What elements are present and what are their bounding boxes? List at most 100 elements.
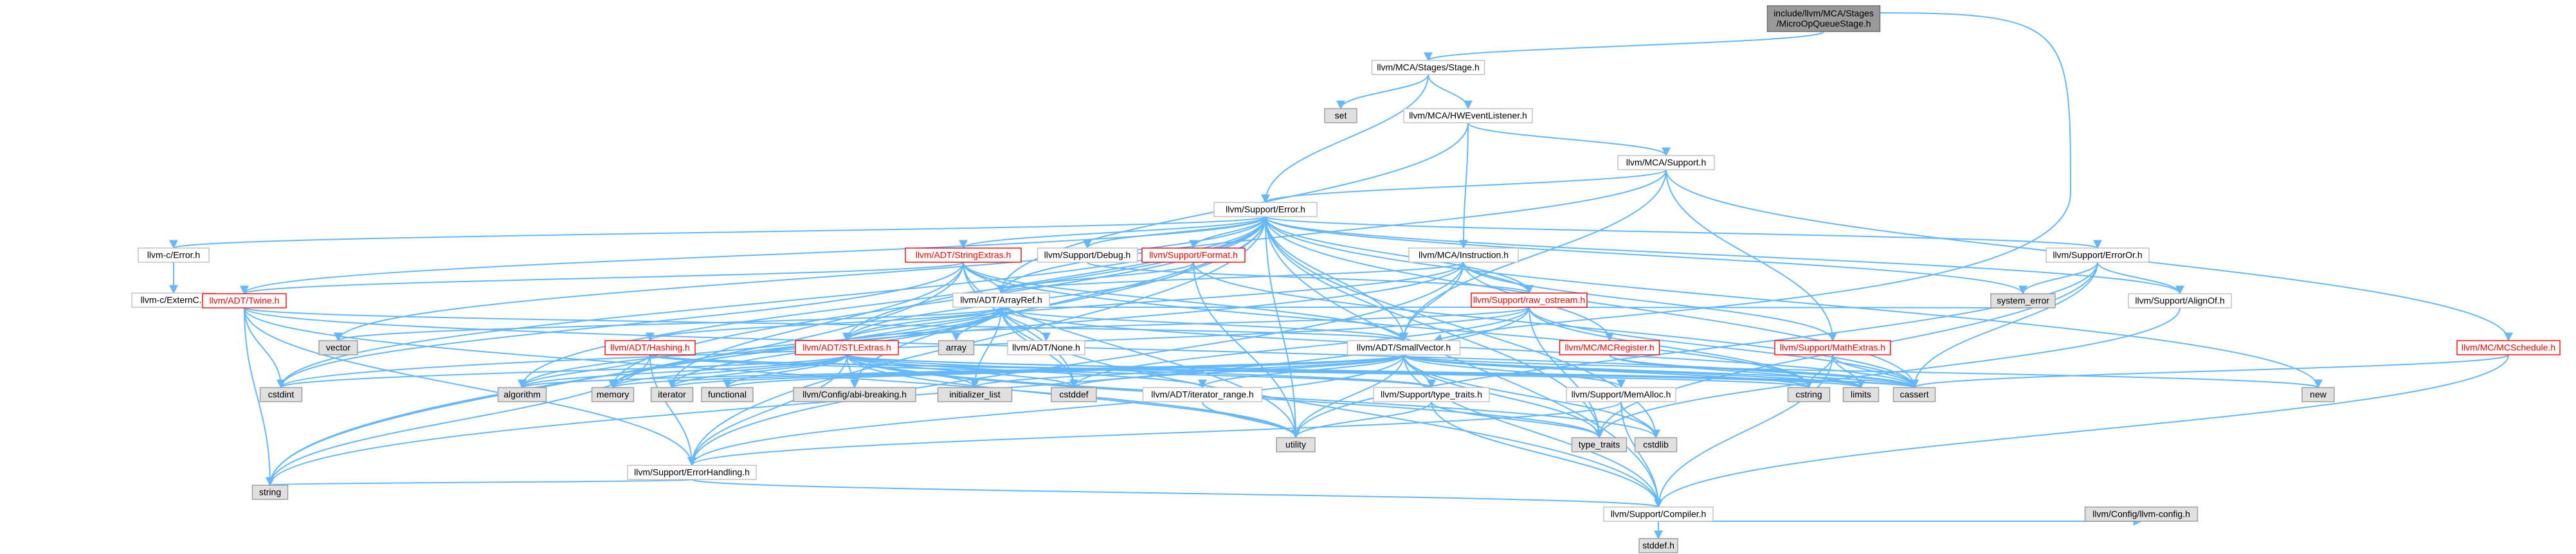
- node-erroror[interactable]: llvm/Support/ErrorOr.h: [2045, 247, 2150, 263]
- node-label: memory: [597, 389, 630, 400]
- node-box: [1276, 437, 1316, 452]
- node-errorhandling[interactable]: llvm/Support/ErrorHandling.h: [627, 465, 757, 480]
- node-hashing[interactable]: llvm/ADT/Hashing.h: [604, 340, 696, 355]
- edge-arrayref-to-vector: [334, 307, 1002, 342]
- node-box: [1990, 293, 2056, 308]
- edge-smallvector-to-errorhandling: [687, 354, 1404, 467]
- node-label: llvm/MCA/Stages/Stage.h: [1377, 62, 1480, 73]
- node-none[interactable]: llvm/ADT/None.h: [1007, 340, 1085, 355]
- edge-arrayref-to-initlist: [970, 307, 1002, 389]
- edge-smallvector-to-utility: [1291, 354, 1404, 439]
- node-label: llvm/Support/Debug.h: [1044, 250, 1131, 260]
- node-cstdlib: cstdlib: [1634, 437, 1678, 452]
- edge-hwevt-to-mcasupport: [1467, 122, 1671, 157]
- node-alignof[interactable]: llvm/Support/AlignOf.h: [2128, 293, 2232, 308]
- node-mcregister[interactable]: llvm/MC/MCRegister.h: [1559, 340, 1660, 355]
- node-label: llvm/Support/MemAlloc.h: [1572, 389, 1671, 400]
- node-stddef: stddef.h: [1638, 538, 1678, 553]
- node-label: set: [1335, 111, 1347, 121]
- node-format[interactable]: llvm/Support/Format.h: [1141, 247, 1246, 263]
- node-box: [1471, 292, 1588, 308]
- edge-instruction-to-arrayref: [997, 262, 1464, 294]
- node-box: [318, 340, 358, 355]
- node-cassert: cassert: [1892, 387, 1936, 402]
- edge-format-to-utility: [1193, 262, 1300, 439]
- node-iterrange[interactable]: llvm/ADT/iterator_range.h: [1142, 387, 1263, 402]
- node-box: [1371, 60, 1485, 75]
- edge-rawostream-to-systemerror: [1528, 299, 2024, 308]
- edge-rawostream-to-typetraits: [1528, 307, 1604, 439]
- node-cstddef: cstddef: [1051, 387, 1097, 402]
- node-instruction[interactable]: llvm/MCA/Instruction.h: [1408, 247, 1519, 263]
- edge-stage-to-hwevt: [1428, 74, 1473, 110]
- edge-twine-to-utility: [244, 307, 1300, 439]
- node-box: [1766, 5, 1881, 32]
- node-llvmconfig: llvm/Config/llvm-config.h: [2084, 506, 2199, 522]
- node-vector: vector: [318, 340, 358, 355]
- edge-smallvector-to-new: [1403, 354, 2323, 389]
- node-functional: functional: [701, 387, 754, 402]
- node-box: [1141, 247, 1246, 263]
- node-box: [2084, 506, 2199, 522]
- node-arrayref[interactable]: llvm/ADT/ArrayRef.h: [952, 292, 1050, 308]
- edge-error-to-erroror: [1265, 216, 2102, 249]
- edge-typetraitsh-to-compiler: [1431, 401, 1663, 508]
- node-root[interactable]: include/llvm/MCA/Stages/MicroOpQueueStag…: [1766, 5, 1881, 32]
- node-stlextras[interactable]: llvm/ADT/STLExtras.h: [795, 340, 899, 355]
- edge-stage-to-error: [1261, 74, 1429, 204]
- edge-smallvector-to-typetraits: [1403, 354, 1604, 439]
- node-smallvector[interactable]: llvm/ADT/SmallVector.h: [1347, 340, 1461, 355]
- node-debug[interactable]: llvm/Support/Debug.h: [1037, 247, 1138, 263]
- edge-instruction-to-memory: [608, 262, 1464, 389]
- node-box: [627, 465, 757, 480]
- node-limits: limits: [1842, 387, 1880, 402]
- node-rawostream[interactable]: llvm/Support/raw_ostream.h: [1471, 292, 1588, 308]
- node-label: llvm/MC/MCSchedule.h: [2462, 343, 2555, 353]
- node-mcasupport[interactable]: llvm/MCA/Support.h: [1617, 155, 1715, 170]
- edge-hashing-to-cstring: [649, 354, 1813, 389]
- edge-error-to-algorithm: [518, 216, 1266, 389]
- node-hwevt[interactable]: llvm/MCA/HWEventListener.h: [1403, 108, 1533, 123]
- node-box: [202, 293, 287, 308]
- edge-mcschedule-to-compiler: [1654, 354, 2509, 508]
- node-stage[interactable]: llvm/MCA/Stages/Stage.h: [1371, 60, 1485, 75]
- node-box: [1566, 387, 1676, 402]
- edge-smallvector-to-cstdlib: [1403, 354, 1660, 439]
- node-stringextras[interactable]: llvm/ADT/StringExtras.h: [905, 247, 1022, 263]
- edge-memalloc-to-cstdlib: [1620, 401, 1660, 439]
- node-label: string: [259, 487, 281, 497]
- node-box: [1142, 387, 1263, 402]
- node-box: [2301, 387, 2335, 402]
- node-box: [1634, 437, 1678, 452]
- edge-instruction-to-smallvector: [1399, 262, 1464, 342]
- node-box: [2456, 340, 2561, 355]
- edge-instruction-to-stlextras: [842, 262, 1464, 342]
- node-set: set: [1324, 108, 1357, 123]
- edge-memalloc-to-compiler: [1620, 401, 1663, 508]
- node-mcschedule[interactable]: llvm/MC/MCSchedule.h: [2456, 340, 2561, 355]
- node-label: include/llvm/MCA/Stages: [1773, 8, 1874, 19]
- node-systemerror: system_error: [1990, 293, 2056, 308]
- node-memalloc[interactable]: llvm/Support/MemAlloc.h: [1566, 387, 1676, 402]
- node-label: initializer_list: [949, 389, 1000, 400]
- node-typetraitsh[interactable]: llvm/Support/type_traits.h: [1373, 387, 1490, 402]
- node-compiler[interactable]: llvm/Support/Compiler.h: [1603, 506, 1714, 522]
- node-label: llvm/Support/AlignOf.h: [2135, 296, 2224, 306]
- edge-stringextras-to-cstring: [963, 262, 1813, 389]
- edge-error-to-alignof: [1265, 216, 2184, 295]
- node-box: [138, 247, 210, 263]
- node-label: cstdint: [268, 389, 295, 400]
- node-cerror[interactable]: llvm-c/Error.h: [138, 247, 210, 263]
- edge-smallvector-to-memalloc: [1403, 354, 1626, 389]
- edge-hashing-to-string: [266, 354, 651, 487]
- node-twine[interactable]: llvm/ADT/Twine.h: [202, 293, 287, 308]
- node-error[interactable]: llvm/Support/Error.h: [1213, 202, 1318, 217]
- edge-arrayref-to-stlextras: [842, 307, 1002, 342]
- node-mathextras[interactable]: llvm/Support/MathExtras.h: [1774, 340, 1891, 355]
- edge-twine-to-string: [244, 307, 275, 487]
- node-label: llvm/Support/type_traits.h: [1381, 389, 1482, 400]
- node-externc[interactable]: llvm-c/ExternC.h: [131, 292, 216, 308]
- node-label: llvm/Support/Error.h: [1226, 204, 1305, 215]
- node-label: functional: [708, 389, 747, 400]
- node-label: llvm/ADT/None.h: [1012, 343, 1080, 353]
